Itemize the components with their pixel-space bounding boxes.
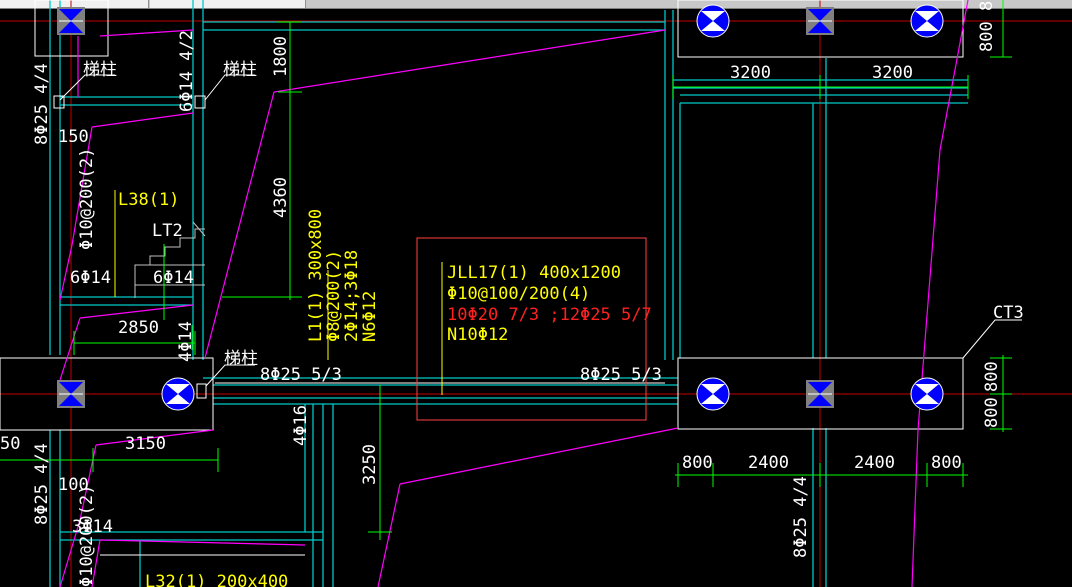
beam-JLL17-line1: JLL17(1) 400x1200 bbox=[447, 263, 621, 283]
dim-4360: 4360 bbox=[271, 177, 291, 218]
stair-symbol-LT2 bbox=[134, 221, 206, 298]
beam-L1-line2: Φ8@200(2) bbox=[324, 250, 344, 342]
label-stair-column: 梯柱 bbox=[223, 60, 257, 80]
dim-3200: 3200 bbox=[730, 63, 771, 83]
label-stair: LT2 bbox=[152, 221, 183, 241]
pile-circle bbox=[696, 377, 730, 411]
label-rebar: 4Φ16 bbox=[291, 405, 311, 446]
dim-2400: 2400 bbox=[748, 453, 789, 473]
beam-L1-line1: L1(1) 300x800 bbox=[306, 209, 326, 342]
beam-L1-line4: N6Φ12 bbox=[360, 291, 380, 342]
pile-symbols bbox=[57, 4, 944, 411]
label-rebar: 3Φ14 bbox=[72, 517, 113, 537]
beam-L1-line3: 2Φ14;3Φ18 bbox=[342, 250, 362, 342]
label-stirrup: Φ10@200(2) bbox=[77, 148, 97, 250]
pile-square bbox=[806, 7, 834, 35]
pile-square bbox=[57, 380, 85, 408]
yellow-leaders bbox=[114, 190, 443, 395]
label-stair-column: 梯柱 bbox=[224, 349, 258, 369]
label-rebar: 8Φ25 5/3 bbox=[260, 365, 342, 385]
dimension-lines bbox=[0, 0, 1012, 540]
label-stair-column: 梯柱 bbox=[83, 60, 117, 80]
label-rebar: 8Φ25 5/3 bbox=[580, 365, 662, 385]
dim-1800: 1800 bbox=[271, 36, 291, 77]
beam-JLL17-line3: 10Φ20 7/3 ;12Φ25 5/7 bbox=[447, 305, 652, 325]
pile-circle bbox=[910, 4, 944, 38]
label-rebar: 8Φ25 4/4 bbox=[32, 443, 52, 525]
dim-800-vert: 800 bbox=[982, 397, 1002, 428]
label-dim: 100 bbox=[58, 475, 89, 495]
pile-circle bbox=[910, 377, 944, 411]
beam-outlines bbox=[49, 0, 968, 587]
dim-800: 800 bbox=[931, 453, 962, 473]
window-top-bar bbox=[0, 0, 1072, 9]
white-labels: 梯柱 梯柱 梯柱 8Φ25 4/4 6Φ14 4/2 150 Φ10@200(2… bbox=[32, 1, 1024, 587]
toolbar-tab[interactable] bbox=[150, 0, 306, 8]
dim-3250: 3250 bbox=[360, 444, 380, 485]
beam-JLL17-line2: Φ10@100/200(4) bbox=[447, 284, 590, 304]
label-rebar: 8Φ25 4/4 bbox=[791, 476, 811, 558]
pile-circle bbox=[696, 4, 730, 38]
label-dim: 800 8 bbox=[977, 1, 997, 52]
pile-square bbox=[806, 380, 834, 408]
yellow-labels: L38(1) L32(1) 200x400 L1(1) 300x800 Φ8@2… bbox=[118, 190, 652, 587]
dim-2400: 2400 bbox=[854, 453, 895, 473]
pile-circle bbox=[161, 377, 195, 411]
dimension-texts: 1800 4360 3200 3200 2850 3150 50 3250 80… bbox=[0, 36, 1002, 485]
pile-square bbox=[57, 7, 85, 35]
label-stirrup: Φ10@200(2) bbox=[77, 485, 97, 587]
dim-3200: 3200 bbox=[872, 63, 913, 83]
label-dim: 150 bbox=[58, 127, 89, 147]
label-beam-L38: L38(1) bbox=[118, 190, 179, 210]
dim-800: 800 bbox=[682, 453, 713, 473]
label-rebar: 6Φ14 bbox=[70, 268, 111, 288]
dim-50: 50 bbox=[0, 434, 20, 454]
label-rebar: 4Φ14 bbox=[176, 321, 196, 362]
toolbar-segment[interactable] bbox=[0, 0, 149, 8]
annotation-lines bbox=[59, 0, 969, 587]
label-pile-cap: CT3 bbox=[993, 303, 1024, 323]
dim-3150: 3150 bbox=[125, 434, 166, 454]
beam-JLL17-box bbox=[416, 237, 647, 421]
label-rebar: 6Φ14 4/2 bbox=[177, 30, 197, 112]
dim-2850: 2850 bbox=[118, 318, 159, 338]
label-beam-L32: L32(1) 200x400 bbox=[145, 572, 288, 587]
dim-800-vert: 800 bbox=[982, 361, 1002, 392]
leader-lines bbox=[59, 74, 1022, 556]
label-rebar: 6Φ14 bbox=[153, 268, 194, 288]
label-rebar: 8Φ25 4/4 bbox=[32, 63, 52, 145]
beam-JLL17-line4: N10Φ12 bbox=[447, 325, 508, 345]
pile-cap-outlines bbox=[0, 0, 964, 431]
